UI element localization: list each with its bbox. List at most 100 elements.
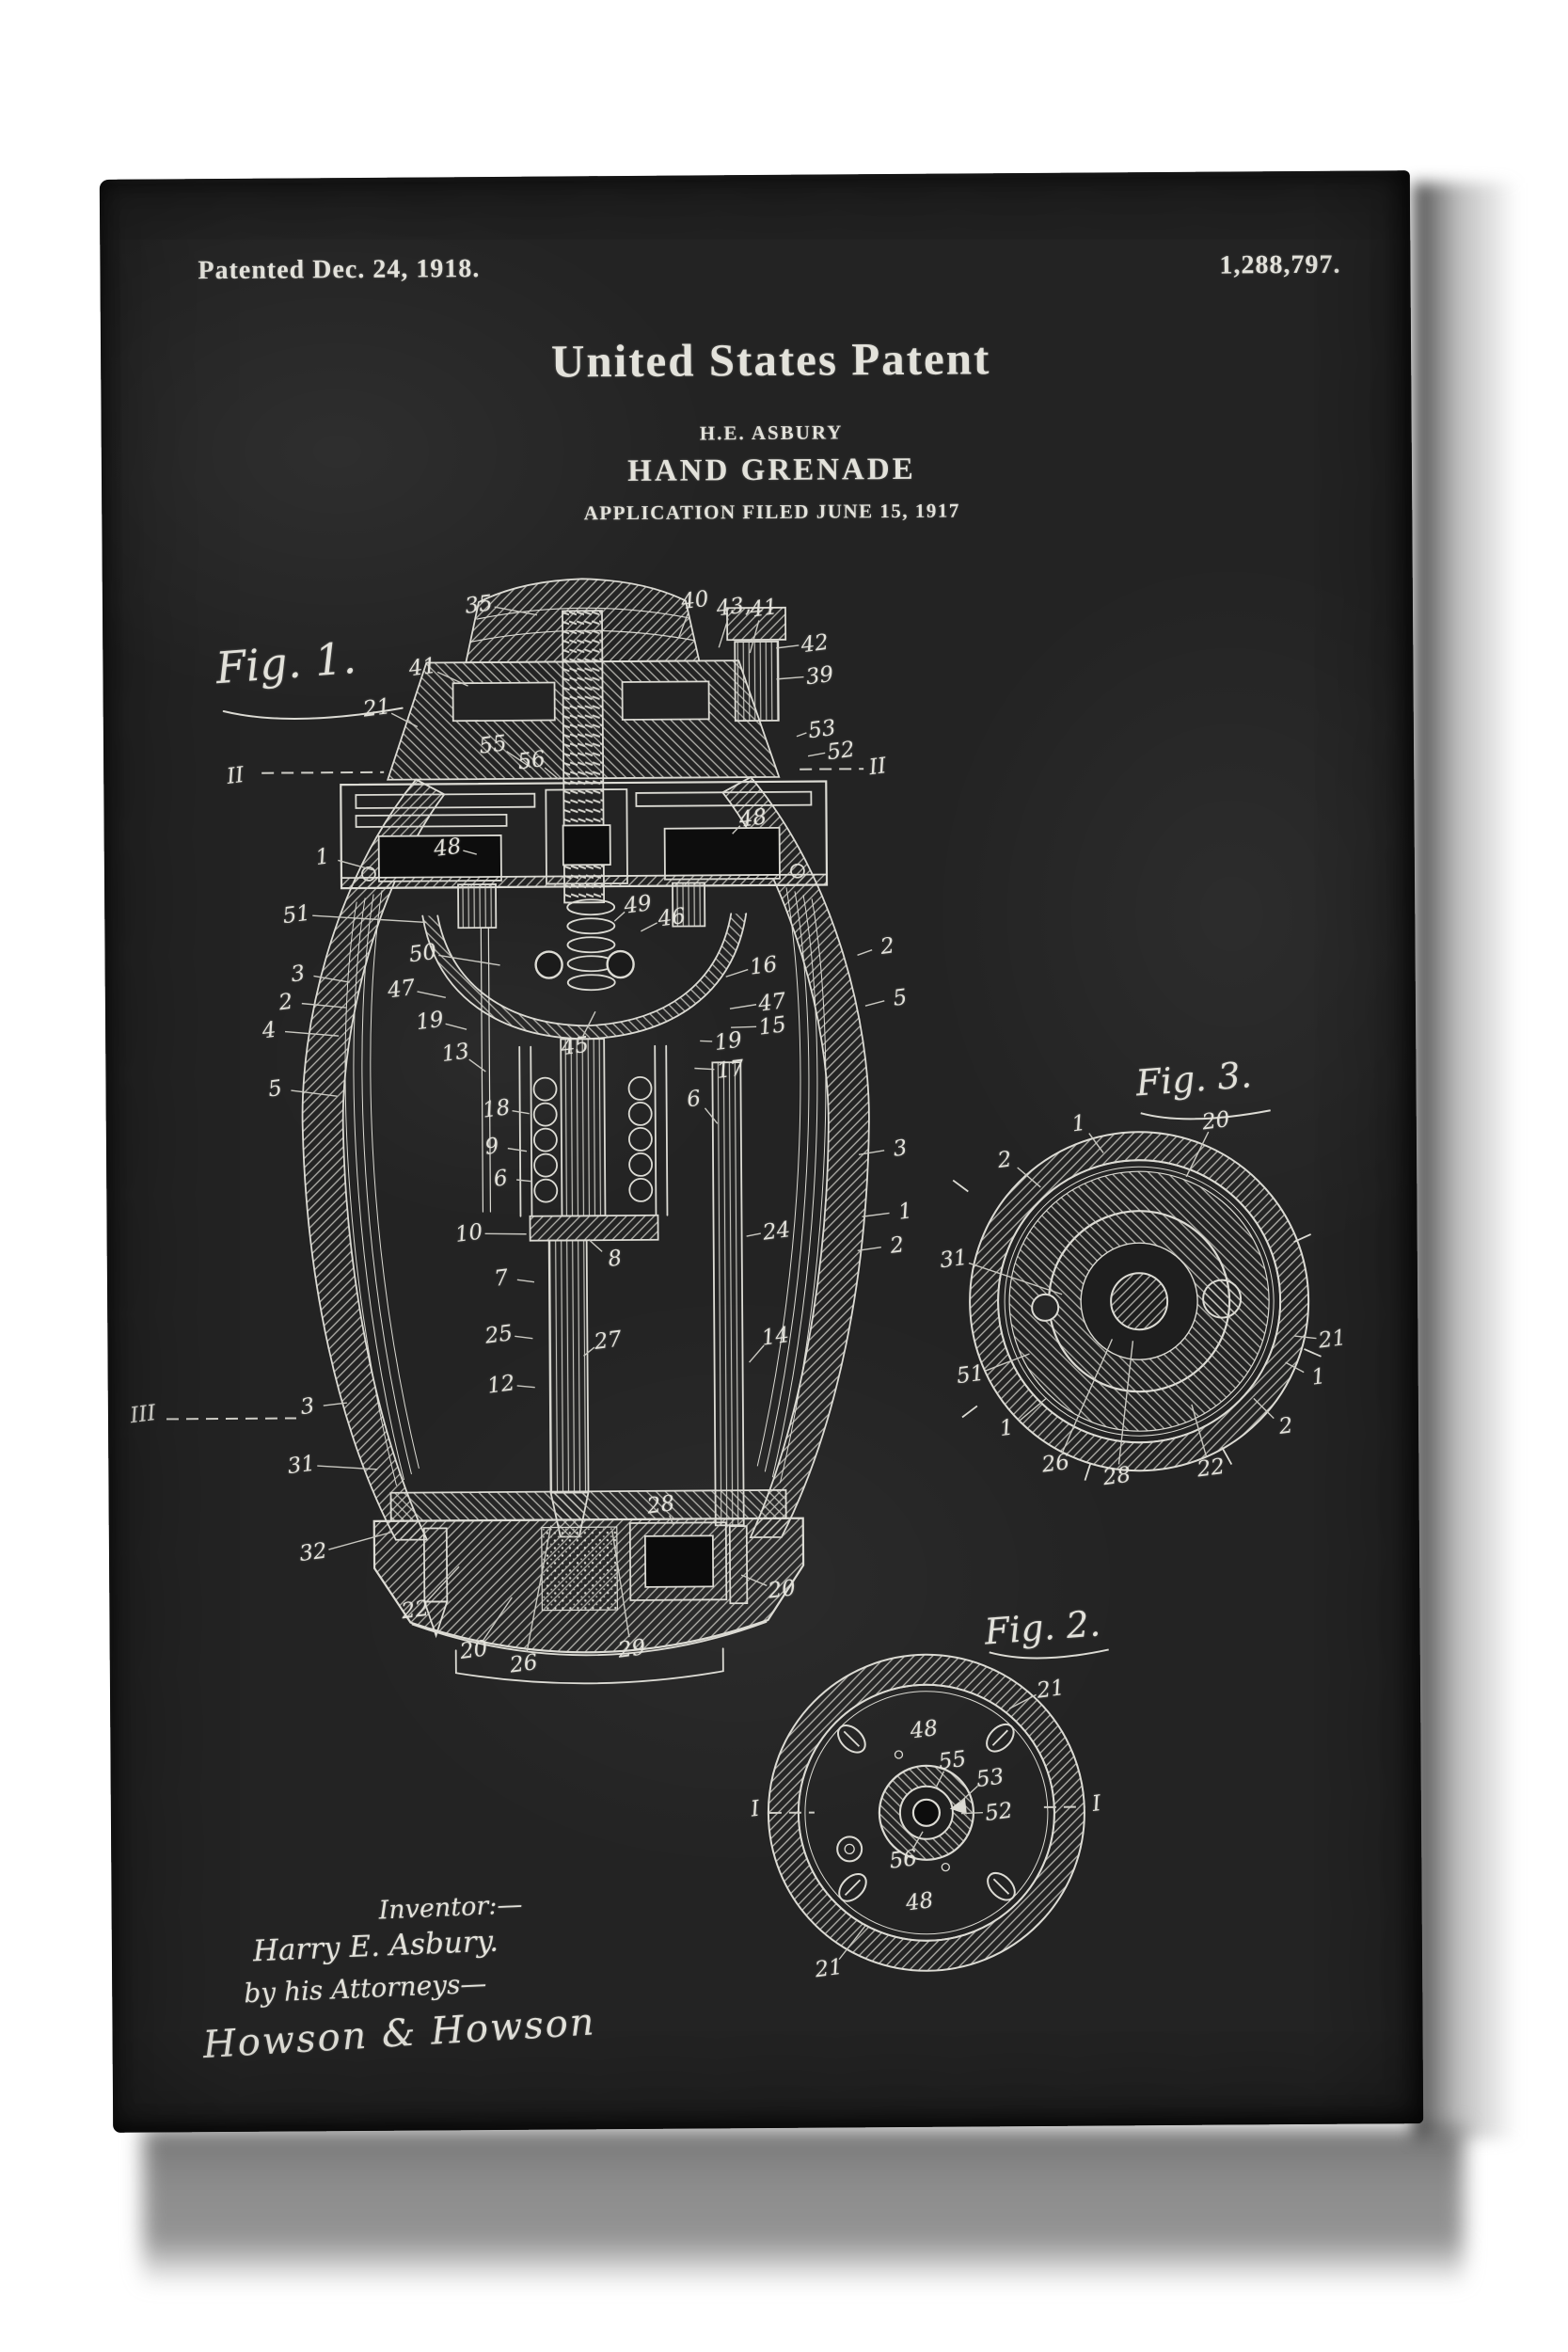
leader-line — [445, 1023, 467, 1030]
callout-fig1-3: 3 — [892, 1136, 909, 1162]
leader-line — [968, 1262, 1063, 1295]
callout-fig1-II: II — [225, 762, 245, 789]
leader-line — [725, 968, 749, 977]
canvas-shadow-right — [1413, 183, 1518, 2139]
leader-line — [776, 675, 804, 680]
leader-line — [936, 1771, 945, 1788]
leader-line — [1253, 1397, 1275, 1420]
callout-fig2-52: 52 — [983, 1798, 1015, 1827]
leader-line — [390, 712, 419, 728]
leader-line — [732, 825, 741, 834]
leader-line — [328, 1532, 392, 1550]
leader-line — [588, 1238, 603, 1252]
leader-line — [284, 1030, 340, 1037]
callout-fig3-26: 26 — [1040, 1450, 1071, 1478]
callout-fig1-19: 19 — [712, 1027, 744, 1057]
leader-line — [494, 606, 538, 616]
leader-line — [1191, 1404, 1208, 1457]
leader-line — [507, 1147, 528, 1152]
callout-fig3-1: 1 — [998, 1415, 1015, 1442]
leader-line — [483, 1597, 513, 1641]
callout-fig1-14: 14 — [760, 1323, 791, 1351]
leader-line — [312, 914, 427, 924]
leader-line — [857, 1246, 881, 1251]
leader-line — [516, 1179, 532, 1183]
leader-line — [958, 1785, 978, 1804]
callout-fig1-41: 41 — [407, 653, 438, 682]
patent-drawing — [222, 578, 1322, 1972]
leader-line — [985, 1353, 1030, 1372]
patent-date: Patented Dec. 24, 1918. — [198, 254, 481, 286]
fig1-drawing — [222, 578, 870, 1685]
section-line — [261, 771, 385, 774]
callout-fig1-20: 20 — [767, 1576, 798, 1604]
callout-fig2-21: 21 — [813, 1954, 845, 1983]
callout-fig1-24: 24 — [761, 1217, 792, 1246]
leader-line — [858, 1150, 885, 1155]
callout-fig1-27: 27 — [593, 1327, 624, 1355]
callout-fig1-22: 22 — [400, 1596, 431, 1625]
fig2-drawing — [767, 1648, 1109, 1972]
callout-fig3-1: 1 — [1069, 1110, 1087, 1137]
leader-line — [417, 991, 446, 999]
callout-fig1-13: 13 — [440, 1039, 471, 1068]
callout-fig1-48: 48 — [737, 804, 768, 833]
section-line — [166, 1417, 296, 1421]
leader-line — [425, 1565, 460, 1602]
leader-line — [776, 644, 800, 649]
callout-fig3-1: 1 — [1309, 1364, 1327, 1391]
leader-line — [613, 911, 626, 922]
callout-fig1-43: 43, — [715, 592, 752, 622]
callout-fig1-5: 5 — [891, 985, 909, 1011]
fig3-drawing — [952, 1109, 1322, 1481]
leader-line — [583, 1346, 595, 1357]
leader-line — [582, 1010, 596, 1037]
fig3-label: Fig. 3. — [1133, 1054, 1254, 1104]
leader-line — [1117, 1341, 1134, 1465]
callout-fig1-7: 7 — [493, 1265, 510, 1292]
callout-fig1-1: 1 — [896, 1199, 914, 1225]
leader-line — [796, 732, 807, 738]
leader-line — [526, 1525, 552, 1653]
leader-line — [338, 859, 374, 871]
leader-line — [911, 1831, 924, 1851]
leader-line — [1019, 1397, 1048, 1422]
callout-fig1-52: 52 — [825, 737, 857, 766]
callout-fig1-19: 19 — [414, 1007, 446, 1036]
leader-line — [862, 1212, 890, 1217]
callout-fig1-3: 3 — [298, 1393, 316, 1421]
leader-line — [515, 1335, 533, 1340]
leader-line — [731, 1025, 757, 1028]
leader-line — [438, 954, 500, 966]
signature-inventor-label: Inventor:— — [378, 1890, 523, 1926]
leader-line — [704, 1107, 719, 1124]
callout-fig1-8: 8 — [606, 1246, 624, 1272]
callout-fig1-18: 18 — [481, 1095, 512, 1123]
callout-fig2-55: 55 — [937, 1746, 968, 1775]
leader-line — [729, 1004, 757, 1009]
callout-fig2-53: 53 — [974, 1764, 1006, 1793]
leader-line — [468, 1058, 486, 1073]
callout-fig1-48: 48 — [432, 834, 463, 863]
fig2-label: Fig. 2. — [983, 1602, 1102, 1653]
callout-fig1-39: 39 — [804, 661, 835, 691]
callout-fig1-21: 21 — [361, 694, 392, 723]
leader-line — [1285, 1361, 1305, 1374]
leader-line — [960, 1811, 983, 1815]
leader-line — [1008, 1693, 1037, 1709]
leader-line — [857, 949, 873, 956]
callout-fig1-4: 4 — [261, 1017, 278, 1044]
callout-fig1-49: 49 — [622, 891, 654, 919]
leader-line — [1061, 1339, 1114, 1454]
leader-line — [463, 850, 477, 855]
callout-fig1-9: 9 — [483, 1134, 500, 1160]
callout-fig1-16: 16 — [748, 952, 779, 980]
callout-fig1-6: 6 — [685, 1086, 703, 1113]
callout-fig1-12: 12 — [485, 1371, 516, 1399]
callout-fig1-32: 32 — [297, 1538, 329, 1567]
leader-line — [516, 1385, 535, 1389]
callout-fig3-2: 2 — [1277, 1413, 1294, 1439]
callout-fig1-50: 50 — [407, 939, 438, 968]
patent-number: 1,288,797. — [1219, 249, 1341, 280]
